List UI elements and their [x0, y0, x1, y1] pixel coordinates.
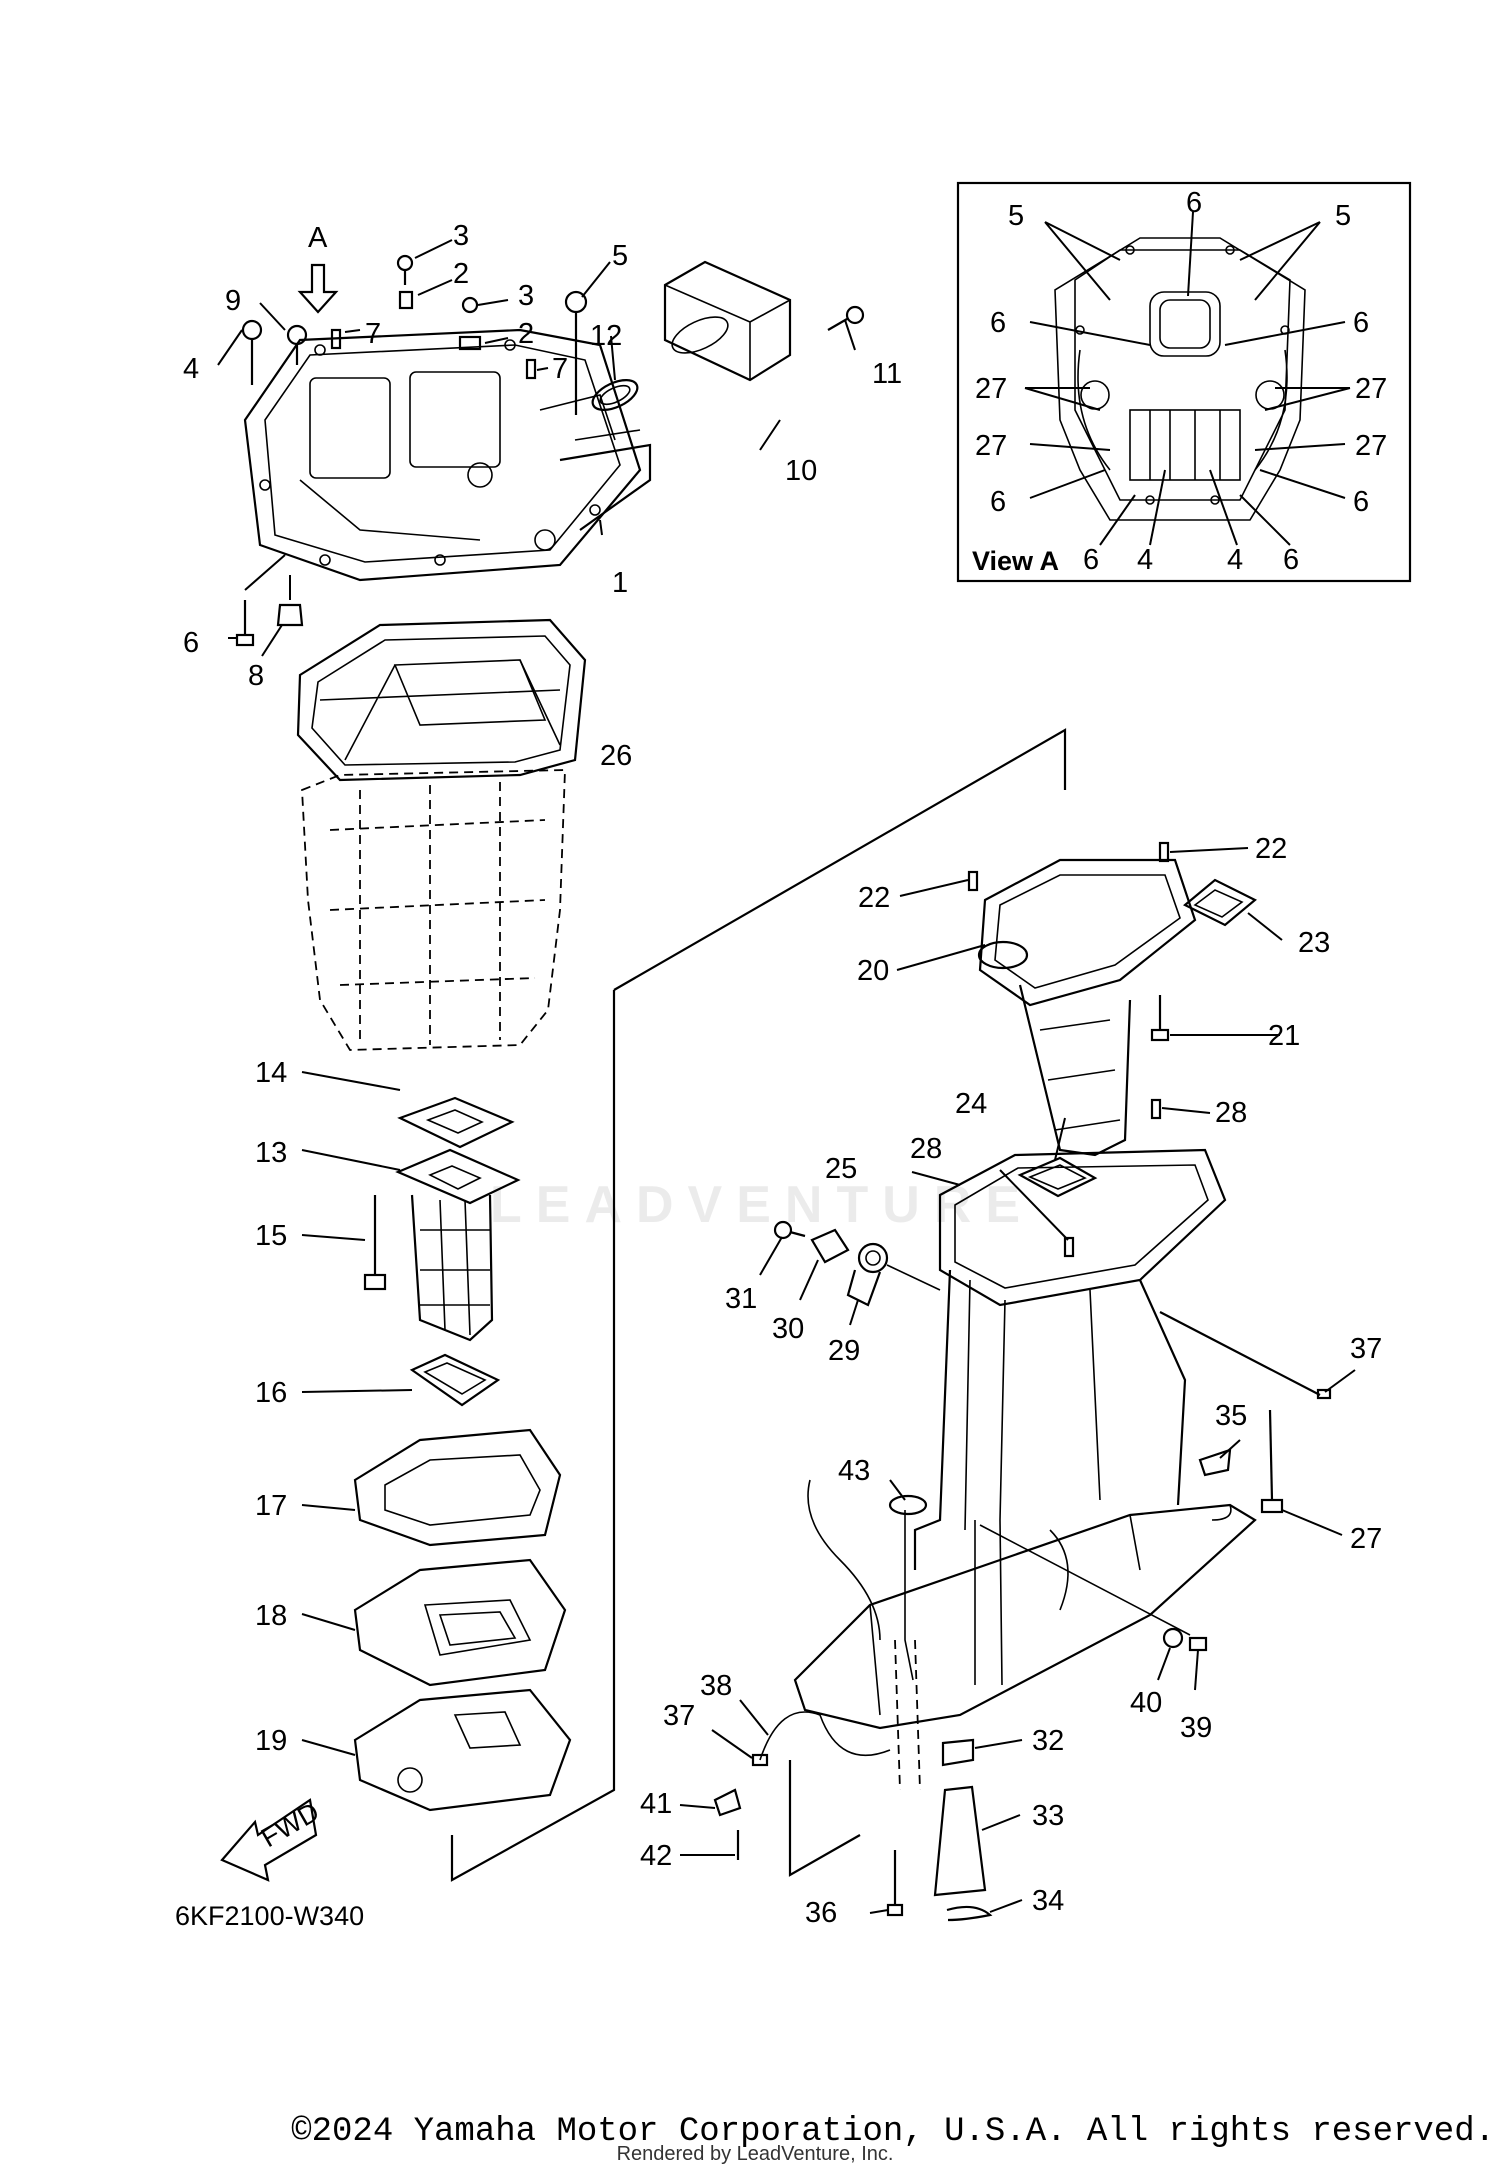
callout-4: 4	[183, 353, 199, 385]
callout-25: 25	[825, 1153, 857, 1185]
callout-41: 41	[640, 1788, 672, 1820]
callout-43: 43	[838, 1455, 870, 1487]
view-a-callout-27-left-1: 27	[975, 373, 1007, 405]
callout-35: 35	[1215, 1400, 1247, 1432]
callout-22a: 22	[1255, 833, 1287, 865]
callout-36: 36	[805, 1897, 837, 1929]
callout-18: 18	[255, 1600, 287, 1632]
upper-casing-lower	[679, 1117, 1356, 1922]
view-a-callout-5-right: 5	[1335, 200, 1351, 232]
callout-14: 14	[255, 1057, 287, 1089]
callout-6: 6	[183, 627, 199, 659]
callout-23: 23	[1298, 927, 1330, 959]
rendered-by-notice: Rendered by LeadVenture, Inc.	[616, 2143, 894, 2165]
callout-20: 20	[857, 955, 889, 987]
fwd-arrow-icon	[220, 1798, 318, 1882]
callout-19: 19	[255, 1725, 287, 1757]
callout-5: 5	[612, 240, 628, 272]
view-a-callout-6-top: 6	[1186, 187, 1202, 219]
gasket-26	[296, 618, 587, 782]
view-a-arrow-label: A	[308, 222, 328, 254]
callout-28a: 28	[1215, 1097, 1247, 1129]
view-a-arrow-icon	[297, 263, 339, 314]
view-a-callout-27-left-2: 27	[975, 430, 1007, 462]
callout-10: 10	[785, 455, 817, 487]
diagram-code: 6KF2100-W340	[175, 1901, 364, 1931]
callout-9: 9	[225, 285, 241, 317]
callout-16: 16	[255, 1377, 287, 1409]
view-a-label: View A	[972, 546, 1059, 576]
callout-37b: 37	[663, 1700, 695, 1732]
exhaust-guide-20	[896, 841, 1283, 1258]
callout-22b: 22	[858, 882, 890, 914]
view-a-callout-27-right-1: 27	[1355, 373, 1387, 405]
callout-39: 39	[1180, 1712, 1212, 1744]
view-a-inset: 5 5 6 6 6 27 27 27 27 6 6 View A 6 4 4 6	[956, 181, 1412, 583]
watermark: LEADVENTURE	[490, 1176, 1035, 1234]
view-a-callout-6-left-2: 6	[990, 486, 1006, 518]
callout-13: 13	[255, 1137, 287, 1169]
view-a-callout-5-left: 5	[1008, 200, 1024, 232]
callout-40: 40	[1130, 1687, 1162, 1719]
view-a-callout-6-right-1: 6	[1353, 307, 1369, 339]
view-a-callout-6-bottom-2: 6	[1283, 544, 1299, 576]
callout-27: 27	[1350, 1523, 1382, 1555]
callout-3b: 3	[518, 280, 534, 312]
copyright-notice: ©2024 Yamaha Motor Corporation, U.S.A. A…	[291, 2113, 1495, 2151]
callout-30: 30	[772, 1313, 804, 1345]
callout-2b: 2	[518, 318, 534, 350]
callout-31: 31	[725, 1283, 757, 1315]
callout-7a: 7	[365, 318, 381, 350]
callout-26: 26	[600, 740, 632, 772]
view-a-callout-27-right-2: 27	[1355, 430, 1387, 462]
callout-11: 11	[872, 358, 902, 390]
callout-37a: 37	[1350, 1333, 1382, 1365]
callout-15: 15	[255, 1220, 287, 1252]
callout-28b: 28	[910, 1133, 942, 1165]
view-a-callout-6-bottom-1: 6	[1083, 544, 1099, 576]
engine-outline-dashed	[301, 769, 566, 1051]
callout-3a: 3	[453, 220, 469, 252]
callout-21: 21	[1268, 1020, 1300, 1052]
view-a-callout-4-left: 4	[1137, 544, 1153, 576]
view-a-callout-6-left-1: 6	[990, 307, 1006, 339]
callout-34: 34	[1032, 1885, 1064, 1917]
callout-38: 38	[700, 1670, 732, 1702]
callout-1: 1	[612, 567, 628, 599]
callout-7b: 7	[552, 353, 568, 385]
view-a-callout-6-right-2: 6	[1353, 486, 1369, 518]
callout-8: 8	[248, 660, 264, 692]
callout-17: 17	[255, 1490, 287, 1522]
callout-29: 29	[828, 1335, 860, 1367]
callout-33: 33	[1032, 1800, 1064, 1832]
callout-24: 24	[955, 1088, 987, 1120]
view-a-callout-4-right: 4	[1227, 544, 1243, 576]
upper-case-assembly: A	[217, 222, 865, 657]
section-divider	[450, 728, 1067, 1882]
fwd-label: FWD	[256, 1796, 324, 1853]
callout-2a: 2	[453, 258, 469, 290]
callout-12: 12	[590, 320, 622, 352]
callout-labels: 3 2 3 2 5 9 7 7 4 12 11 10 1 6 8 26 14 1…	[175, 220, 1382, 1931]
callout-32: 32	[1032, 1725, 1064, 1757]
callout-42: 42	[640, 1840, 672, 1872]
